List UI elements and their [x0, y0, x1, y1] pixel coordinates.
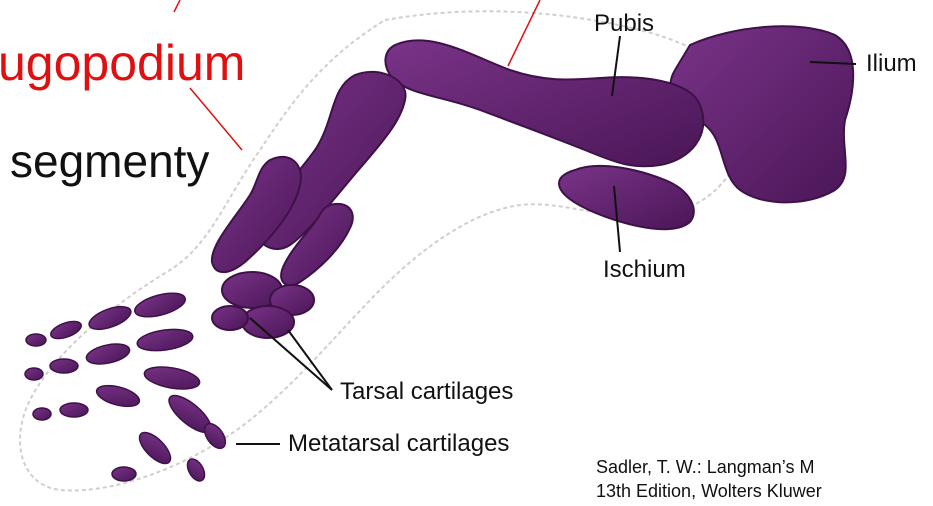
label-ilium: Ilium: [866, 52, 917, 76]
limb-segment-term-red: ugopodium: [0, 38, 245, 88]
limb-segment-term-black: segmenty: [10, 138, 209, 184]
pubis-pointer: [508, 0, 540, 66]
label-pubis: Pubis: [594, 12, 654, 36]
ischium-bone: [559, 166, 694, 229]
tibia-bone: [212, 157, 301, 272]
tarsal-leader-2: [288, 330, 332, 390]
citation-line-2: 13th Edition, Wolters Kluwer: [596, 480, 822, 502]
pubis-bone: [385, 40, 703, 166]
label-tarsal-cartilages: Tarsal cartilages: [340, 380, 513, 404]
digit-rays: [25, 289, 230, 484]
label-ischium: Ischium: [603, 258, 686, 282]
tarsal-cartilage: [212, 306, 248, 330]
citation-line-1: Sadler, T. W.: Langman’s M: [596, 456, 814, 478]
label-metatarsal-cartilages: Metatarsal cartilages: [288, 432, 509, 456]
stylopodium-pointer: [174, 0, 180, 12]
